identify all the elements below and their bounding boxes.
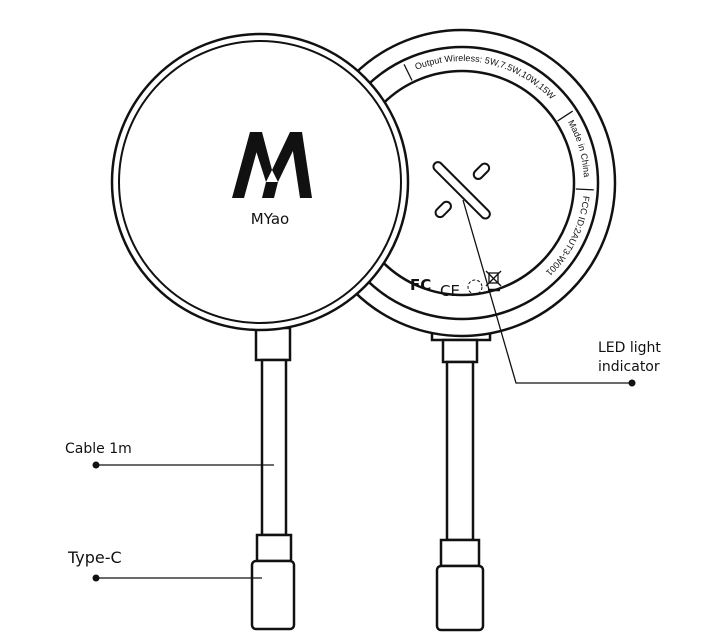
back-plug-collar bbox=[439, 538, 481, 568]
charger-front bbox=[110, 32, 410, 631]
back-plug bbox=[435, 564, 485, 632]
front-connector-block bbox=[254, 326, 292, 362]
brand-name: MYao bbox=[251, 210, 289, 228]
certification-marks: FC CE bbox=[410, 270, 502, 300]
led-label-line1: LED light bbox=[598, 340, 661, 356]
front-plug-collar bbox=[255, 533, 293, 563]
myao-logo bbox=[232, 132, 312, 198]
back-cable bbox=[445, 360, 475, 542]
recycle-icon bbox=[467, 279, 483, 295]
cable-label: Cable 1m bbox=[65, 441, 132, 457]
callout-cable: Cable 1m bbox=[65, 441, 274, 469]
back-connector-collar bbox=[441, 338, 479, 364]
ce-mark: CE bbox=[440, 282, 460, 300]
fcc-mark: FC bbox=[410, 276, 431, 294]
callout-type-c: Type-C bbox=[67, 548, 262, 582]
callout-led: LED light indicator bbox=[462, 199, 661, 387]
band-separators bbox=[403, 64, 594, 191]
led-indicator-icon bbox=[432, 161, 491, 220]
front-disk-inner bbox=[118, 40, 402, 324]
type-c-label: Type-C bbox=[67, 548, 122, 567]
front-cable bbox=[260, 358, 288, 537]
front-plug bbox=[250, 559, 296, 631]
led-label-line2: indicator bbox=[598, 359, 660, 375]
weee-icon bbox=[485, 270, 502, 292]
